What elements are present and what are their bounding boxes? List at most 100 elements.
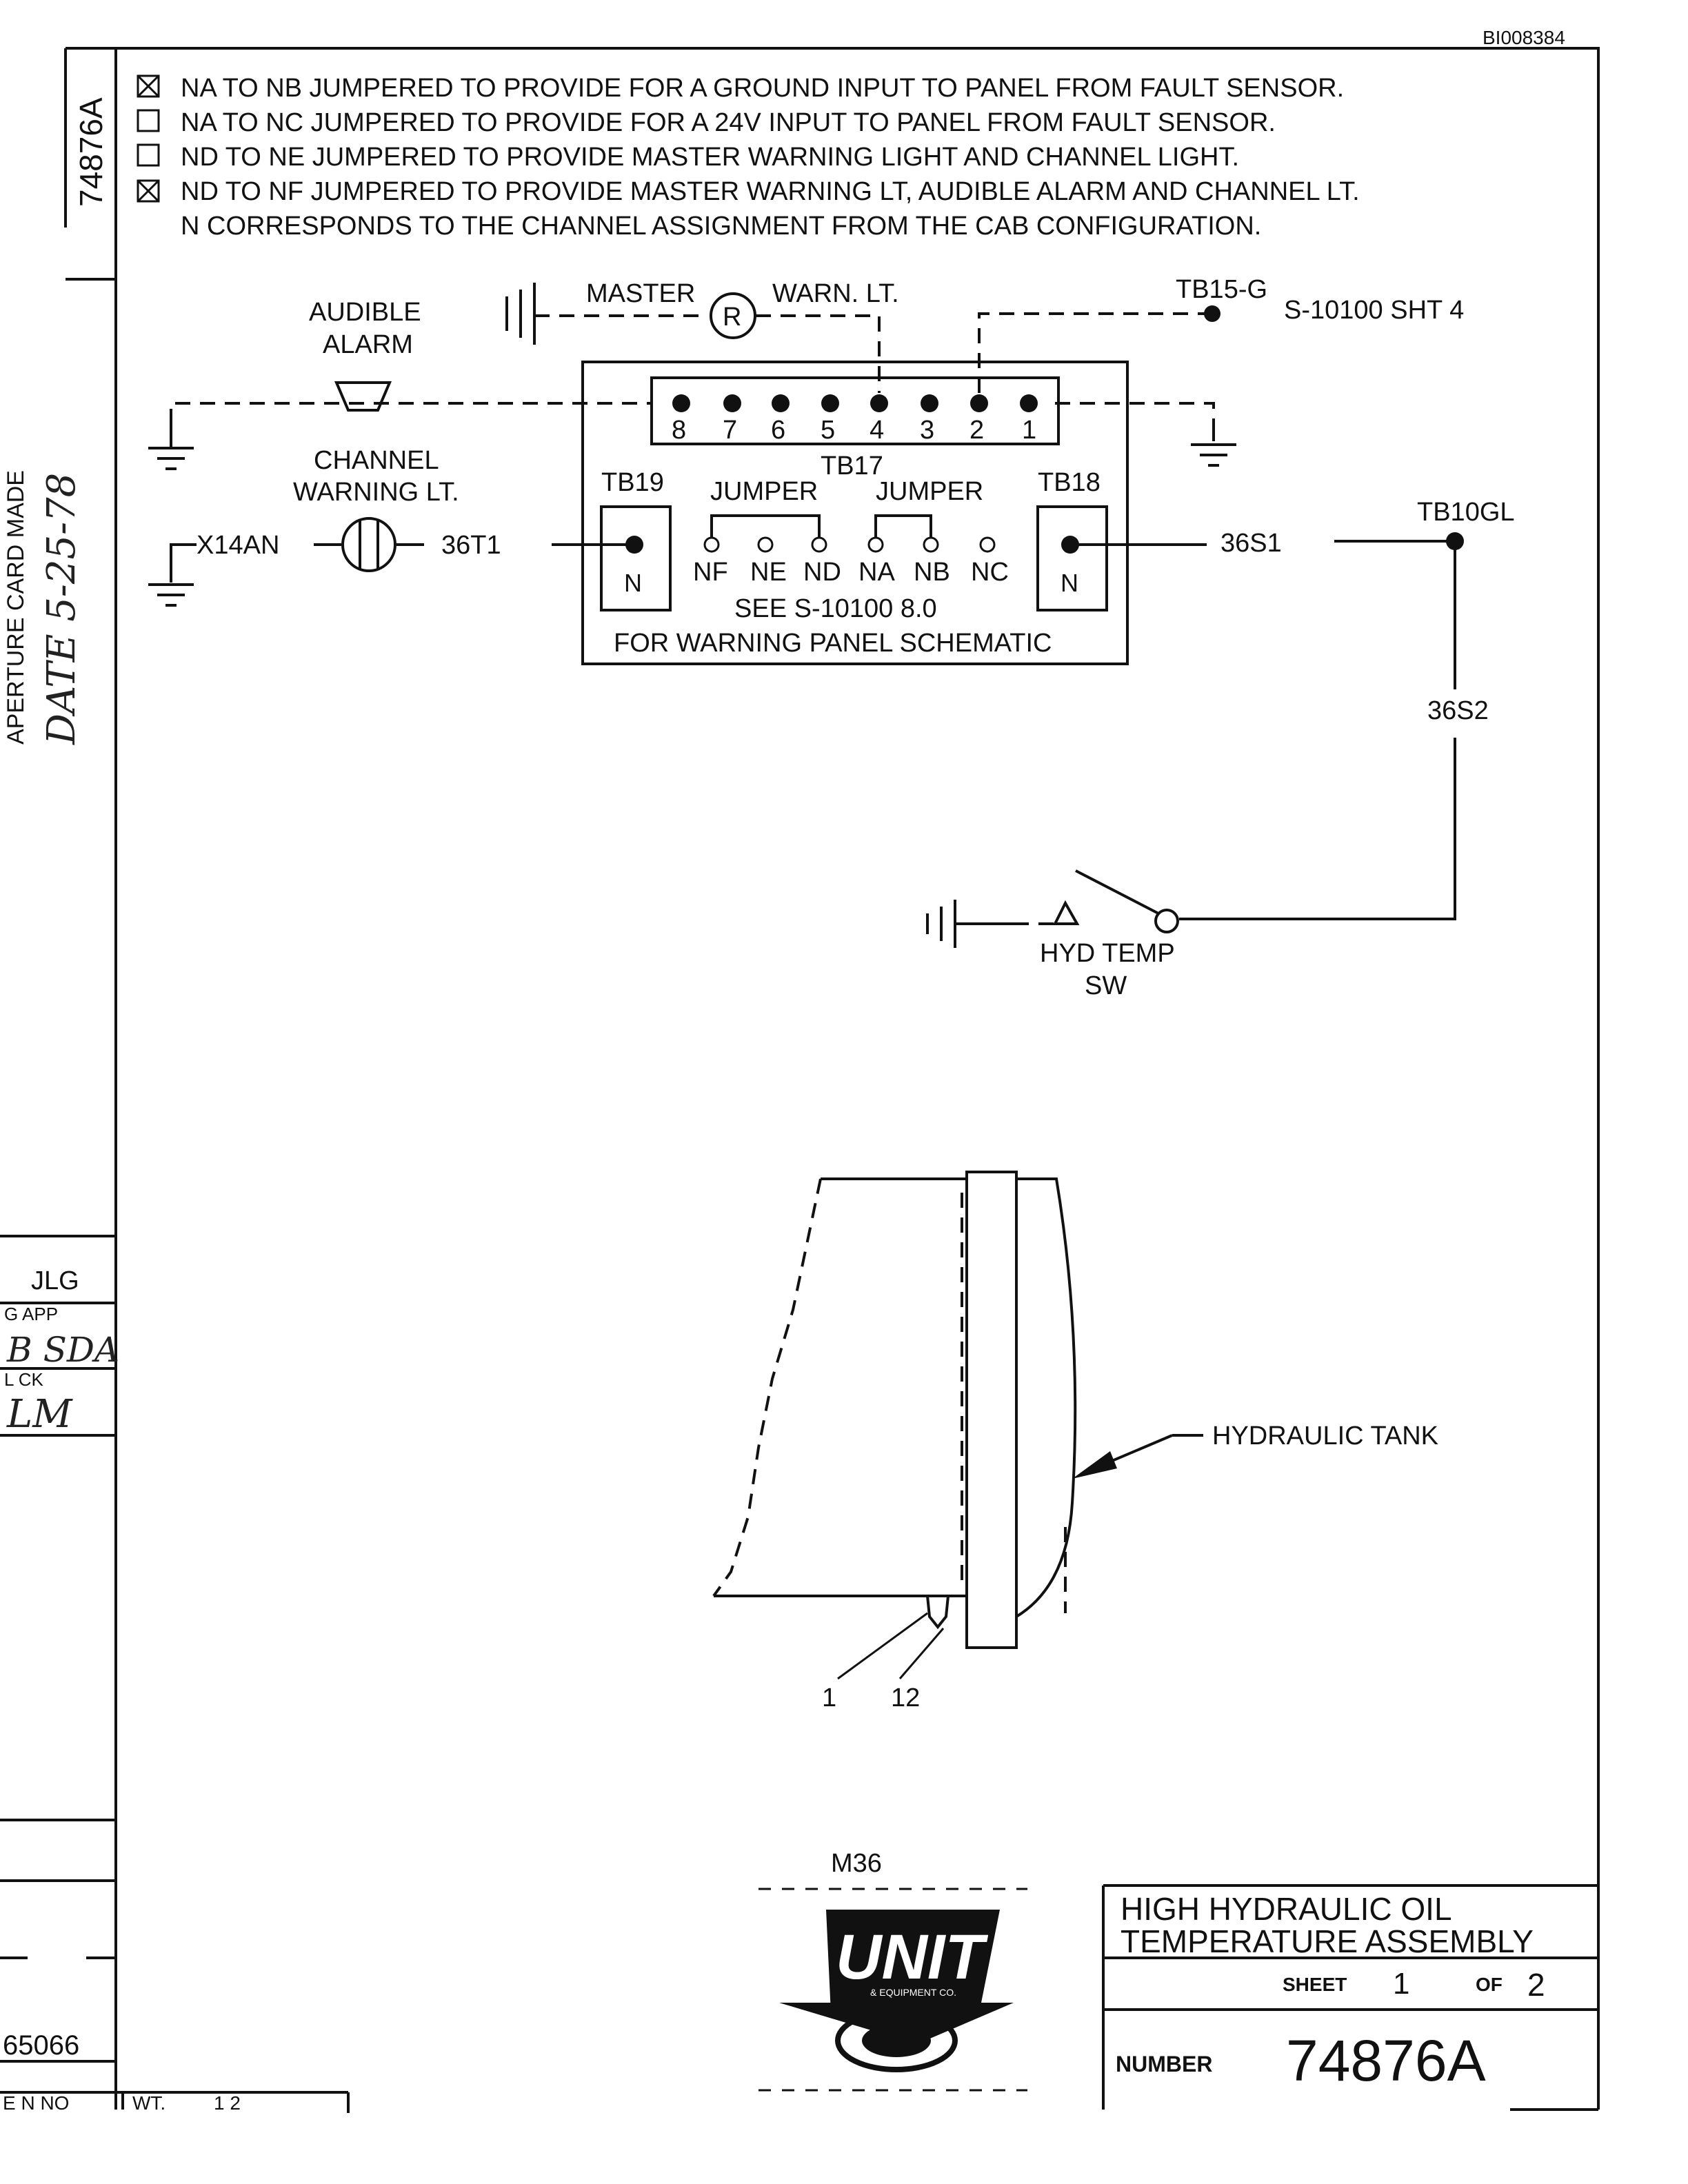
note-line: ND TO NE JUMPERED TO PROVIDE MASTER WARN… [181,143,1239,172]
notes-block: NA TO NB JUMPERED TO PROVIDE FOR A GROUN… [137,74,1360,241]
sheet-ref-label: S-10100 SHT 4 [1284,296,1464,325]
switch-blade [1075,869,1159,915]
title-line-1: HIGH HYDRAULIC OIL [1121,1891,1452,1927]
terminal-3: 3 [920,416,934,445]
note-checkbox [137,143,160,167]
terminal-6: 6 [771,416,785,445]
tb17-terminal-strip [650,376,1060,445]
tb10gl-label: TB10GL [1417,498,1515,527]
logo-text: UNIT RIG [836,1922,1114,1992]
callout-12: 12 [891,1684,920,1712]
tb17-label: TB17 [821,452,883,481]
eng-app-signature: B SDA [6,1330,119,1370]
switch-contact-icon [1052,900,1080,925]
tank-flange [965,1171,1018,1649]
wt-value: 1 2 [214,2092,241,2114]
sheet-number: 1 [1393,1967,1409,2001]
wire-36t1-label: 36T1 [441,531,501,560]
check-label: L CK [4,1369,43,1390]
see-ref: SEE S-10100 8.0 [734,594,937,623]
note-line: NA TO NC JUMPERED TO PROVIDE FOR A 24V I… [181,108,1276,137]
jumper-nd: ND [803,558,841,587]
tb19-label: TB19 [601,468,664,497]
jumper-na: NA [858,558,895,587]
note-checkbox [137,109,160,132]
drawn-by: JLG [31,1266,79,1295]
callout-leader-12 [898,1628,945,1679]
callout-1: 1 [822,1684,836,1712]
logo-subtext: & EQUIPMENT CO. [870,1987,956,1998]
note-line: ND TO NF JUMPERED TO PROVIDE MASTER WARN… [181,177,1360,206]
tb18-n: N [1061,569,1078,597]
m36-label: M36 [831,1849,882,1878]
jumper-nb: NB [914,558,950,587]
terminal-2: 2 [969,416,984,445]
tb19-block [600,505,672,611]
note-checkbox [137,179,160,203]
jumper-nf: NF [693,558,728,587]
warn-lt-label: WARN. LT. [772,279,899,308]
terminal-1: 1 [1022,416,1036,445]
ground-symbol-alarm [148,424,194,470]
master-warning-lamp [710,292,756,339]
warning-panel-box [581,361,1129,665]
title-block: HIGH HYDRAULIC OIL TEMPERATURE ASSEMBLY … [1102,1884,1598,2111]
temp-switch-fitting [926,1595,950,1630]
ground-symbol-switch [926,900,956,948]
audible-label-2: ALARM [323,330,413,359]
hydraulic-tank-label: HYDRAULIC TANK [1212,1422,1438,1450]
note-line: NA TO NB JUMPERED TO PROVIDE FOR A GROUN… [181,74,1344,103]
tb18-block [1036,505,1108,611]
sheet-label: SHEET [1283,1974,1347,1995]
left-number: 65066 [3,2030,79,2061]
check-signature: LM [6,1392,73,1437]
jumper-left-label: JUMPER [710,477,818,506]
aperture-card-date: DATE 5-25-78 [39,473,84,745]
unit-rig-logo: UNIT RIG & EQUIPMENT CO. [758,1888,1114,2092]
tank-arrow-icon [1072,1451,1117,1479]
master-label: MASTER [586,279,695,308]
lamp-symbol: R [723,303,741,332]
ground-symbol-master [505,283,536,345]
of-label: OF [1476,1974,1503,1995]
left-approval-block: JLG G APP B SDA L CK LM 65066 E N NO WT.… [0,1235,350,2114]
hyd-temp-label: HYD TEMP [1040,939,1175,968]
panel-ref: FOR WARNING PANEL SCHEMATIC [614,629,1052,658]
terminal-7: 7 [723,416,737,445]
terminal-4: 4 [870,416,884,445]
jumper-right-label: JUMPER [876,477,983,506]
callout-leader-1 [837,1612,928,1680]
channel-warning-lamp [341,517,396,572]
aperture-card-stamp: APERTURE CARD MADE [3,470,29,745]
en-no-label: E N NO [3,2092,69,2114]
ground-symbol-channel [148,572,194,607]
note-checkbox [137,74,160,98]
side-drawing-number: 74876A [73,97,109,207]
drawing-number: 74876A [1286,2028,1486,2093]
number-label: NUMBER [1116,2052,1212,2076]
sheet-frame [64,47,1600,2110]
terminal-8: 8 [672,416,686,445]
jumper-ne: NE [750,558,787,587]
wire-36s1-label: 36S1 [1220,529,1282,558]
channel-label-2: WARNING LT. [293,478,459,507]
horn-icon [334,381,392,412]
channel-label-1: CHANNEL [314,446,439,475]
eng-app-label: G APP [4,1304,58,1324]
hydraulic-tank-drawing: 1 12 HYDRAULIC TANK [712,1171,1438,1712]
terminal-5: 5 [821,416,835,445]
tb19-n: N [624,569,642,597]
wire-36s2-label: 36S2 [1427,696,1489,725]
tb15g-label: TB15-G [1176,275,1267,304]
ground-symbol-right [1191,424,1236,467]
document-id: BI008384 [1483,27,1565,48]
tb17-terminals [672,394,1038,412]
audible-label-1: AUDIBLE [309,298,421,327]
jumper-terminals [703,514,996,553]
tb18-label: TB18 [1038,468,1101,497]
sheet-total: 2 [1527,1967,1545,2003]
wt-label: WT. [132,2092,165,2114]
title-line-2: TEMPERATURE ASSEMBLY [1121,1923,1534,1959]
note-footer: N CORRESPONDS TO THE CHANNEL ASSIGNMENT … [181,212,1261,241]
